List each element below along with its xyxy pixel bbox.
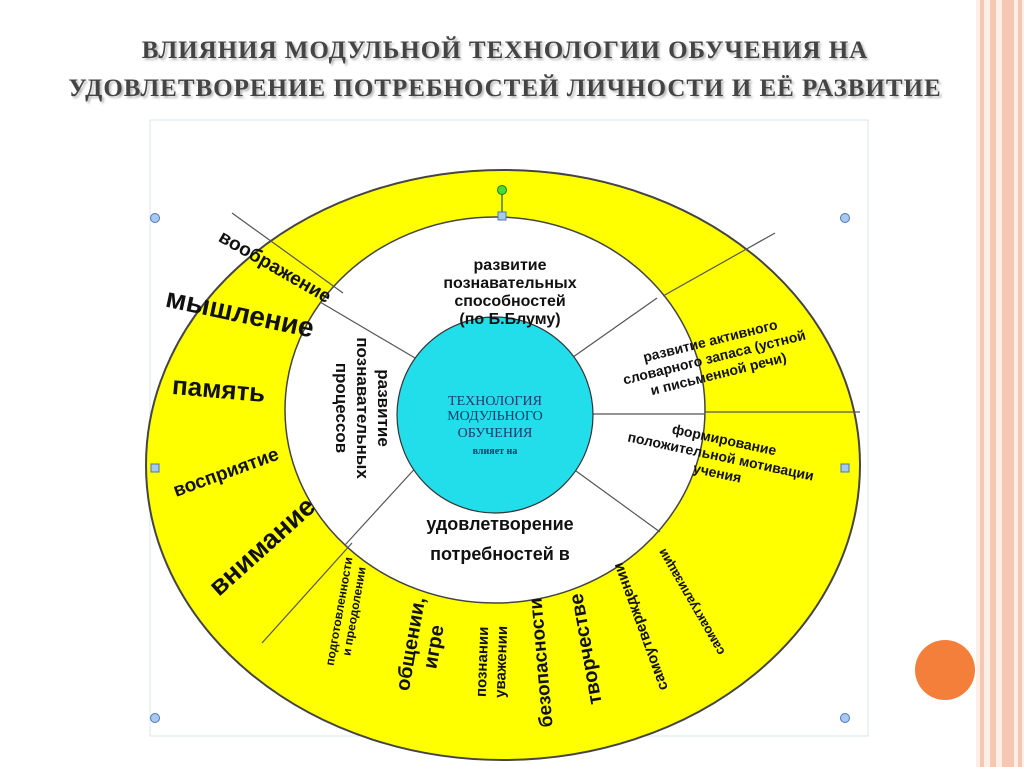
center-circle [396, 316, 594, 514]
center-line-1: ТЕХНОЛОГИЯ [448, 394, 542, 409]
resize-handle-left[interactable] [150, 463, 160, 473]
middle-left-line-3: процессов [332, 363, 351, 453]
resize-handle-top[interactable] [497, 211, 507, 221]
inner-separator [319, 301, 433, 369]
middle-left-line-1: развитие [374, 369, 393, 447]
inner-separator [565, 297, 658, 363]
middle-bottom-label: удовлетворение потребностей в [426, 514, 573, 564]
center-line-2: МОДУЛЬНОГО [447, 409, 543, 424]
selection-handles[interactable] [150, 185, 850, 723]
outer-word-respect: уважении [492, 626, 512, 699]
middle-bottom-line-2: потребностей в [430, 544, 570, 564]
middle-top-line-1: развитие [473, 257, 546, 274]
resize-handle-bottom-right[interactable] [840, 713, 850, 723]
outer-separator [261, 542, 353, 644]
middle-top-label: развитие познавательных способностей (по… [443, 257, 576, 328]
decorative-stripes [976, 0, 1024, 767]
title-line-2: УДОВЛЕТВОРЕНИЕ ПОТРЕБНОСТЕЙ ЛИЧНОСТИ И Е… [68, 75, 942, 102]
resize-handle-right[interactable] [840, 463, 850, 473]
center-line-4: влияет на [473, 446, 518, 457]
middle-left-label: развитие познавательных процессов [332, 337, 393, 479]
outer-word-cognition: познании [473, 626, 492, 697]
inner-separator [564, 462, 661, 533]
accent-circle [915, 640, 975, 700]
resize-handle-top-right[interactable] [840, 213, 850, 223]
middle-top-line-3: способностей [454, 293, 565, 310]
middle-left-line-2: познавательных [353, 337, 372, 479]
outer-separator [662, 232, 776, 297]
middle-top-line-2: познавательных [443, 275, 576, 292]
slide-title: ВЛИЯНИЯ МОДУЛЬНОЙ ТЕХНОЛОГИИ ОБУЧЕНИЯ НА… [40, 32, 970, 108]
outer-separator [231, 212, 344, 294]
resize-handle-bottom-left[interactable] [150, 713, 160, 723]
inner-separator [344, 462, 421, 546]
middle-top-line-4: (по Б.Блуму) [459, 311, 560, 328]
middle-bottom-line-1: удовлетворение [426, 514, 573, 534]
rotation-handle[interactable] [497, 185, 507, 195]
resize-handle-top-left[interactable] [150, 213, 160, 223]
title-line-1: ВЛИЯНИЯ МОДУЛЬНОЙ ТЕХНОЛОГИИ ОБУЧЕНИЯ НА [141, 37, 869, 64]
center-line-3: ОБУЧЕНИЯ [458, 426, 533, 441]
